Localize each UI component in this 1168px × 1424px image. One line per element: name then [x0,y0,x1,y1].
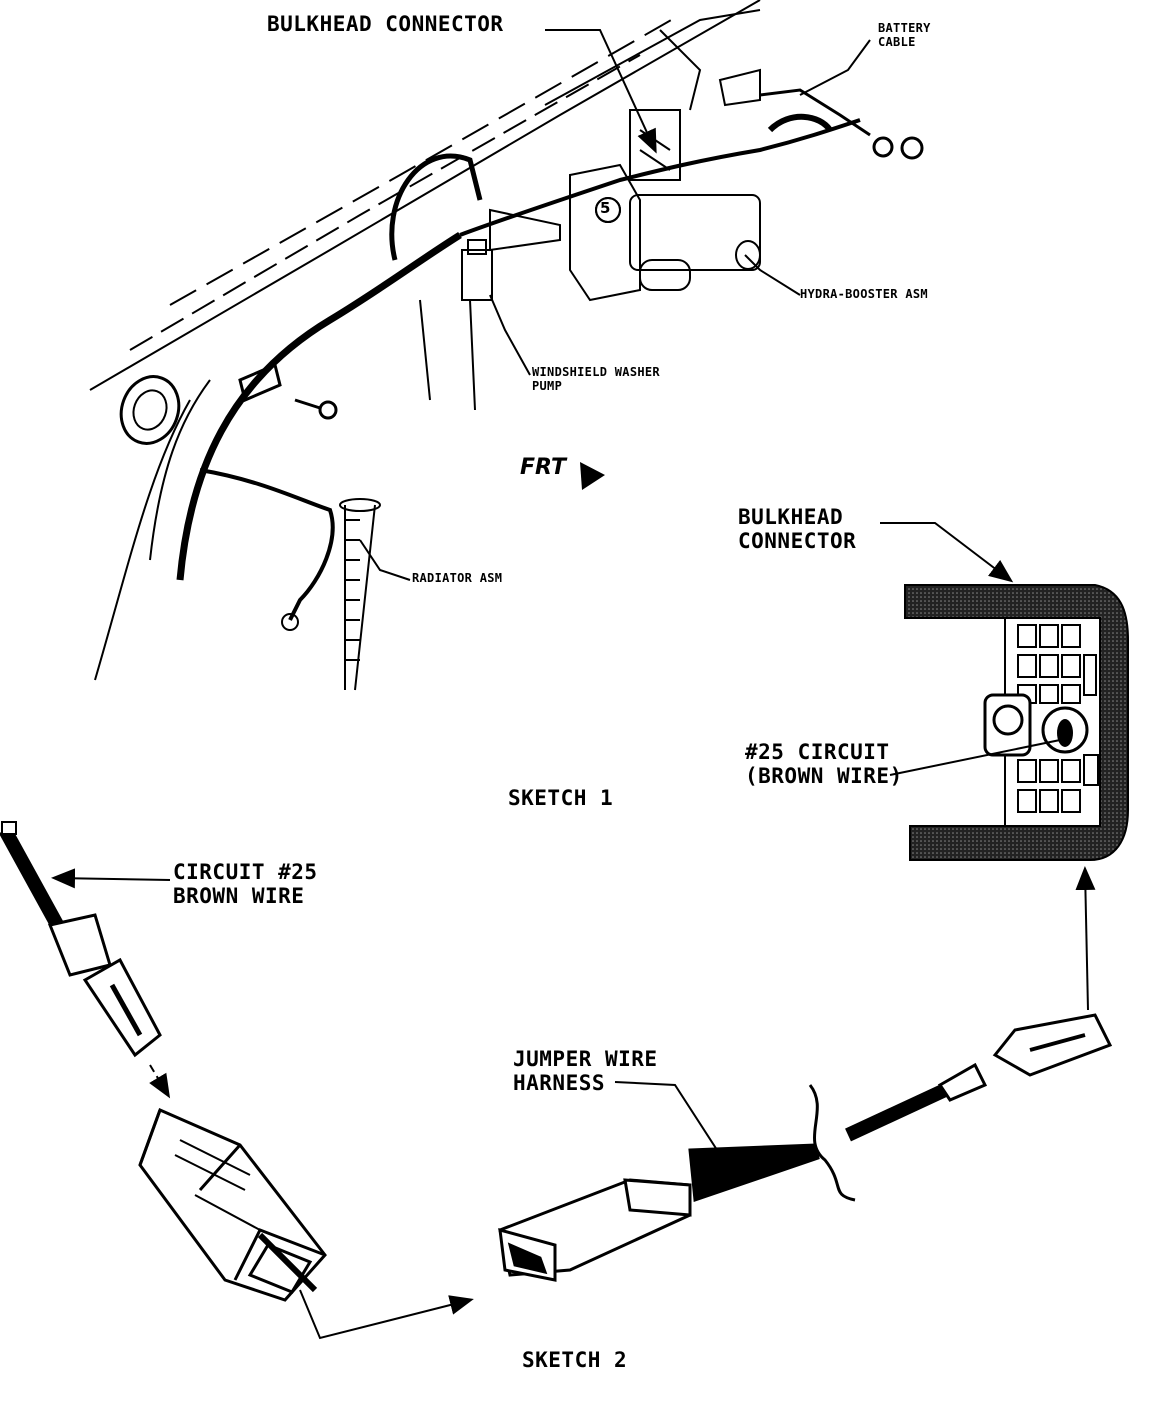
label-battery-cable: BATTERY CABLE [878,21,931,49]
arrow-to-jumper [299,1289,474,1340]
label-radiator: RADIATOR ASM [412,571,503,585]
label-circuit25-right: #25 CIRCUIT (BROWN WIRE) [745,740,903,789]
label-sketch2: SKETCH 2 [522,1348,628,1372]
jumper-terminal-right [845,1013,1113,1142]
connector-plug-icon [138,1107,327,1302]
jumper-plug-icon [498,1143,820,1282]
wire-break-mark [808,1084,856,1202]
frt-arrow-icon [580,462,605,490]
brown-wire-terminal [0,821,162,1058]
leader-jumper [614,1081,733,1174]
label-bulkhead-connector-right: BULKHEAD CONNECTOR [738,505,857,554]
label-frt: FRT [520,455,566,480]
bulkhead-connector-icon [904,584,1129,861]
leader-lines-right [880,522,1096,1011]
engine-compartment [89,0,924,691]
label-washer-pump: WINDSHIELD WASHER PUMP [532,365,660,393]
label-bulkhead-connector-top: BULKHEAD CONNECTOR [267,12,504,36]
label-sketch1: SKETCH 1 [508,786,614,810]
callout-circle [595,197,621,223]
label-hydra-booster: HYDRA-BOOSTER ASM [800,287,928,301]
callout-number: 5 [600,199,611,217]
leader-lines-sketch1 [359,29,871,581]
label-jumper-harness: JUMPER WIRE HARNESS [513,1047,658,1096]
leader-lines-left [51,868,171,1099]
label-circuit25-left: CIRCUIT #25 BROWN WIRE [173,860,318,909]
